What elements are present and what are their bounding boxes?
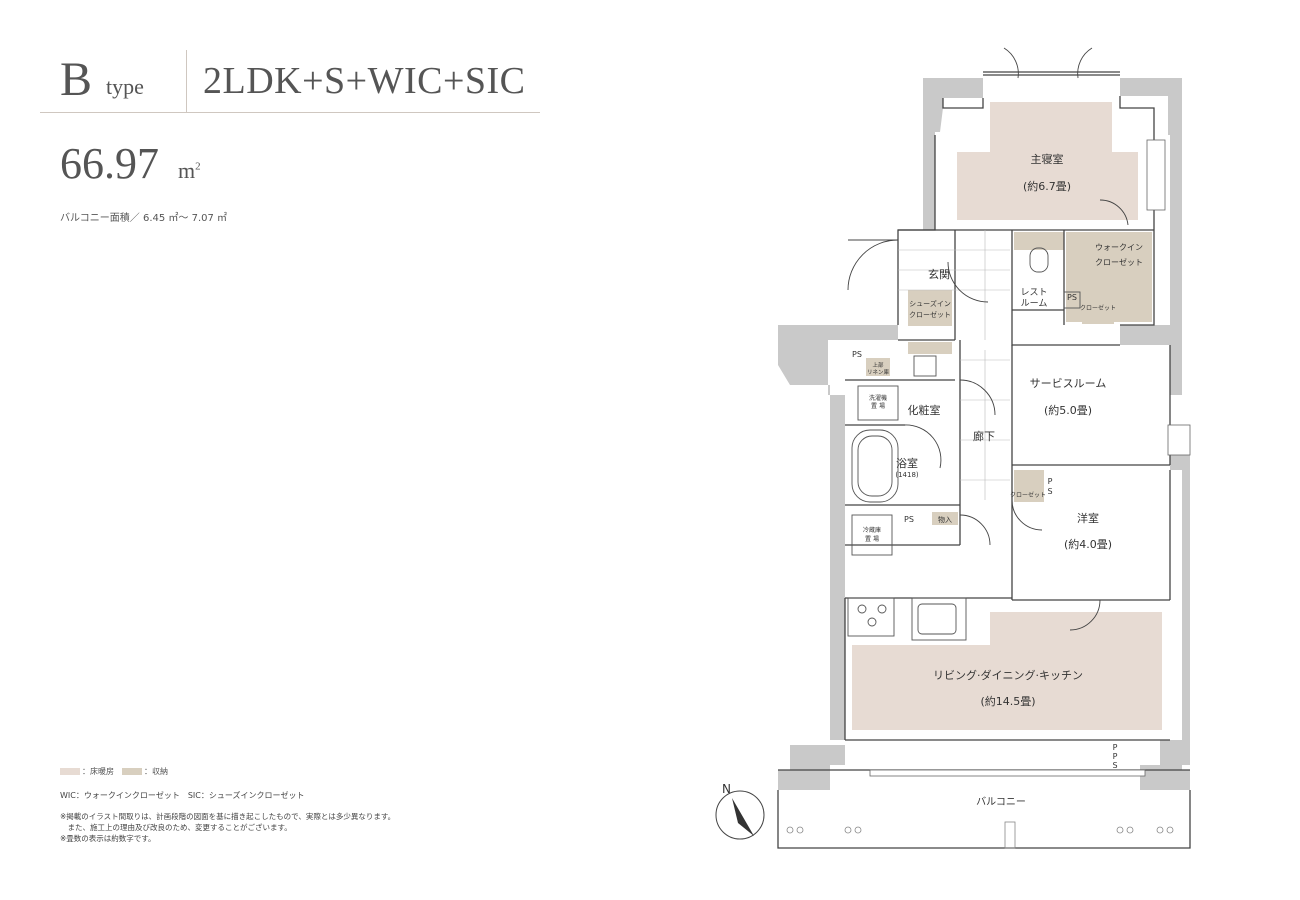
fridge-icon — [851, 514, 893, 556]
balcony-railing — [786, 821, 1174, 849]
bathtub-icon — [851, 429, 899, 503]
washer-label-1: 洗濯機 — [869, 394, 887, 402]
kitchen-sink-icon — [911, 597, 967, 641]
western-room-size: (約4.0畳) — [1064, 537, 1112, 551]
service-room-size: (約5.0畳) — [1044, 403, 1092, 417]
note-line: ※畳数の表示は約数字です。 — [60, 834, 156, 843]
pps-label-2: P — [1113, 752, 1118, 761]
type-letter: B — [60, 53, 93, 106]
entrance-label: 玄関 — [928, 267, 950, 281]
wic-label-2: クローゼット — [1095, 257, 1143, 267]
pps-label-3: S — [1112, 761, 1117, 770]
toilet-icon — [1029, 247, 1049, 273]
door-swings — [847, 47, 1129, 631]
western-room-label: 洋室 — [1077, 511, 1099, 525]
note-line: ※掲載のイラスト間取りは、計画段階の図面を基に描き起こしたもので、実際とは多少異… — [60, 812, 396, 821]
windows — [869, 139, 1191, 777]
header-rule — [40, 112, 540, 113]
pps-label-1: P — [1113, 743, 1118, 752]
floor-area-unit: m2 — [178, 158, 201, 184]
ldk-size: (約14.5畳) — [980, 694, 1035, 708]
hall-storage-fill — [908, 342, 952, 354]
room-labels: 主寝室 (約6.7畳) ウォークイン クローゼット 玄関 レスト ルーム PS … — [852, 152, 1143, 808]
master-bedroom-floor — [957, 102, 1138, 220]
linen-label-1: 上部 — [872, 361, 884, 369]
floor-heating-swatch — [60, 768, 80, 775]
ps-label: PS — [1067, 293, 1077, 302]
storage-small-label: 物入 — [938, 515, 952, 524]
western-closet-label: クローゼット — [1010, 491, 1046, 499]
bath-size: (1418) — [895, 471, 919, 479]
type-word: type — [106, 74, 144, 99]
sic-label-1: シューズイン — [909, 299, 951, 308]
washer-icon — [857, 385, 899, 421]
restroom-label-2: ルーム — [1021, 298, 1048, 309]
fixtures — [847, 247, 1081, 641]
floor-area: 66.97 — [60, 139, 159, 188]
closet-small-fill — [1082, 284, 1114, 324]
floor-heating-label: ：床暖房 — [82, 767, 114, 776]
legend: ：床暖房 ：収納 — [60, 766, 168, 777]
ps-vertical-2: S — [1047, 487, 1052, 496]
plan-type: 2LDK+S+WIC+SIC — [203, 60, 526, 102]
master-bedroom-size: (約6.7畳) — [1023, 179, 1071, 193]
room-fills — [852, 102, 1162, 730]
restroom-label-1: レスト — [1020, 288, 1047, 298]
washer-label-2: 置 場 — [871, 402, 885, 410]
closet-label: クローゼット — [1080, 304, 1116, 312]
fridge-label-2: 置 場 — [865, 535, 879, 543]
shoes-closet-fill — [908, 290, 952, 326]
storage-box-fill — [932, 512, 958, 525]
restroom-storage-fill — [1014, 232, 1064, 250]
master-bedroom-label: 主寝室 — [1031, 152, 1064, 166]
structural-walls — [778, 78, 1190, 790]
powder-room-label: 化粧室 — [908, 403, 941, 417]
service-room-label: サービスルーム — [1030, 377, 1107, 390]
balcony-area: バルコニー面積／ 6.45 ㎡〜 7.07 ㎡ — [60, 213, 228, 224]
notes: ※掲載のイラスト間取りは、計画段階の図面を基に描き起こしたもので、実際とは多少異… — [60, 811, 395, 844]
ps-washroom-label: PS — [852, 350, 862, 359]
ldk-floor — [852, 612, 1162, 730]
wic-label-1: ウォークイン — [1095, 243, 1143, 252]
unit-superscript: 2 — [195, 160, 201, 173]
storage-label: ：収納 — [144, 767, 168, 776]
hallway-label: 廊下 — [973, 429, 995, 443]
stove-icon — [847, 597, 895, 637]
linen-fill — [866, 358, 890, 376]
hallway-tiles — [898, 230, 1010, 500]
ps-kitchen-label: PS — [904, 515, 914, 524]
unit-text: m — [178, 158, 196, 183]
balcony-label: バルコニー — [976, 796, 1026, 808]
sink-icon — [913, 355, 937, 377]
ldk-label: リビング·ダイニング·キッチン — [933, 668, 1083, 682]
ps-vertical-1: P — [1048, 477, 1053, 486]
storage-swatch — [122, 768, 142, 775]
sic-label-2: クローゼット — [909, 310, 951, 319]
fridge-label-1: 冷蔵庫 — [863, 526, 881, 534]
title-divider — [186, 50, 187, 112]
note-line: また、施工上の理由及び改良のため、変更することがございます。 — [60, 823, 292, 832]
linen-label-2: リネン庫 — [867, 368, 890, 376]
north-label: N — [722, 782, 731, 796]
bath-label: 浴室 — [896, 456, 918, 470]
north-compass: N — [715, 782, 765, 840]
western-closet-fill — [1014, 470, 1044, 502]
abbreviations: WIC：ウォークインクローゼット SIC：シューズインクローゼット — [60, 791, 305, 800]
